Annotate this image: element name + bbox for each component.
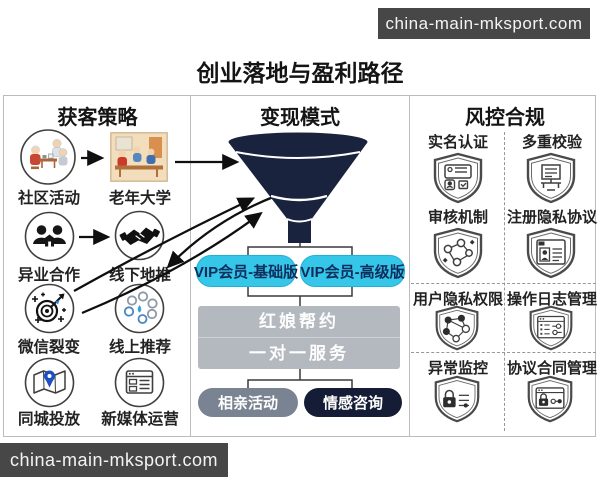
page-title: 创业落地与盈利路径	[196, 60, 404, 86]
item-label: 线下地推	[108, 267, 171, 284]
service-row-one-on-one: 一对一服务	[198, 337, 400, 369]
dating-events-pill: 相亲活动	[198, 388, 298, 417]
handshake-icon	[114, 210, 165, 261]
shield-contract-icon	[524, 375, 576, 423]
item-label: 老年大学	[108, 190, 171, 207]
community-icon	[19, 128, 77, 186]
service-row-matchmaker: 红娘帮约	[259, 312, 339, 331]
shield-nodes-icon	[430, 227, 486, 279]
senior-university-icon	[110, 132, 168, 182]
partnership-icon	[24, 211, 75, 262]
item-label: 线上推荐	[108, 339, 171, 356]
item-label: 社区活动	[17, 190, 80, 207]
risk-label: 异常监控	[427, 360, 488, 377]
shield-monitor-icon	[431, 375, 483, 423]
item-label: 同城投放	[17, 411, 80, 428]
shield-profile-icon	[523, 227, 579, 279]
monetization-header: 变现模式	[260, 107, 340, 129]
risk-label: 协议合同管理	[506, 360, 597, 377]
shield-doc-icon	[523, 152, 579, 204]
risk-label: 多重校验	[521, 134, 582, 151]
browser-media-icon	[114, 357, 165, 408]
risk-label: 操作日志管理	[506, 291, 597, 308]
item-label: 微信裂变	[17, 339, 80, 356]
emotional-counsel-pill: 情感咨询	[304, 388, 402, 417]
risk-label: 审核机制	[427, 209, 488, 226]
referral-network-icon	[114, 283, 165, 334]
vip-basic-pill: VIP会员-基础版	[194, 255, 298, 287]
risk-header: 风控合规	[465, 107, 545, 129]
risk-horizontal-divider-1	[411, 283, 596, 284]
item-label: 异业合作	[17, 267, 80, 284]
service-box: 红娘帮约 一对一服务	[198, 306, 400, 369]
diagram-frame	[3, 95, 596, 437]
target-growth-icon	[24, 283, 75, 334]
risk-horizontal-divider-2	[411, 352, 596, 353]
risk-label: 实名认证	[427, 134, 488, 151]
item-label: 新媒体运营	[101, 411, 179, 428]
risk-label: 注册隐私协议	[506, 209, 597, 226]
acquisition-header: 获客策略	[57, 107, 138, 129]
risk-label: 用户隐私权限	[412, 291, 503, 308]
shield-id-icon	[430, 152, 486, 204]
shield-log-icon	[526, 305, 576, 351]
column-divider-left	[190, 95, 191, 437]
column-divider-right	[409, 95, 410, 437]
watermark-bottom: china-main-mksport.com	[0, 443, 228, 477]
shield-network-icon	[432, 305, 482, 351]
map-pin-icon	[24, 357, 75, 408]
vip-premium-pill: VIP会员-高级版	[300, 255, 405, 287]
watermark-top: china-main-mksport.com	[378, 8, 590, 39]
risk-vertical-divider	[504, 132, 505, 431]
